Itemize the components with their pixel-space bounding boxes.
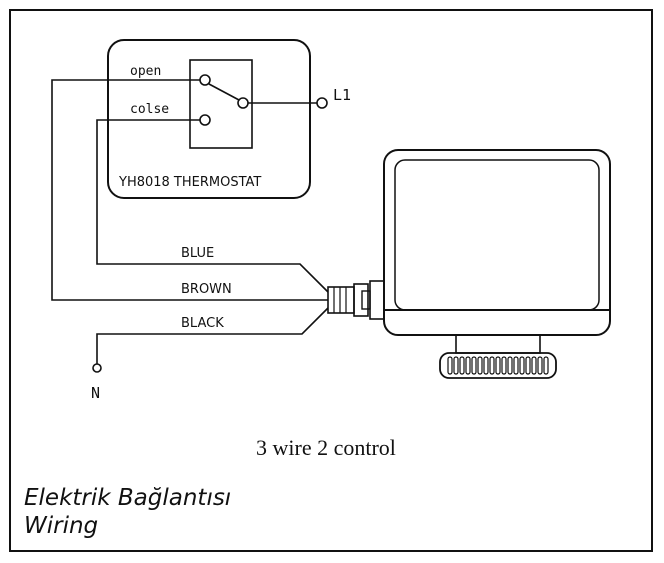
neutral-terminal <box>92 363 102 373</box>
open-label: open <box>130 64 161 79</box>
black-wire <box>96 307 329 364</box>
footer-title-en: Wiring <box>24 513 99 539</box>
knurled-ring <box>439 352 557 379</box>
switch-blade <box>208 83 240 101</box>
thermostat-box <box>107 39 311 199</box>
actuator-neck <box>455 334 541 354</box>
knurl-ridges <box>447 356 549 375</box>
brown-label: BROWN <box>181 282 232 297</box>
l1-terminal <box>316 97 328 109</box>
footer-title-tr: Elektrik Bağlantısı <box>24 485 232 511</box>
actuator-cover <box>394 159 600 311</box>
brown-wire <box>51 79 328 301</box>
blue-wire <box>96 119 329 293</box>
close-contact <box>199 114 211 126</box>
blue-label: BLUE <box>181 246 214 261</box>
switch-housing <box>189 59 253 149</box>
neutral-label: N <box>91 384 100 402</box>
close-label: colse <box>130 102 169 117</box>
thermostat-name: YH8018 THERMOSTAT <box>118 175 261 190</box>
diagram-caption: 3 wire 2 control <box>256 435 396 460</box>
common-contact <box>237 97 249 109</box>
open-contact <box>199 74 211 86</box>
black-label: BLACK <box>181 316 224 331</box>
actuator-body <box>383 149 611 336</box>
connector-plug <box>327 286 355 314</box>
diagram-frame <box>9 9 653 552</box>
l1-label: L1 <box>333 86 351 104</box>
